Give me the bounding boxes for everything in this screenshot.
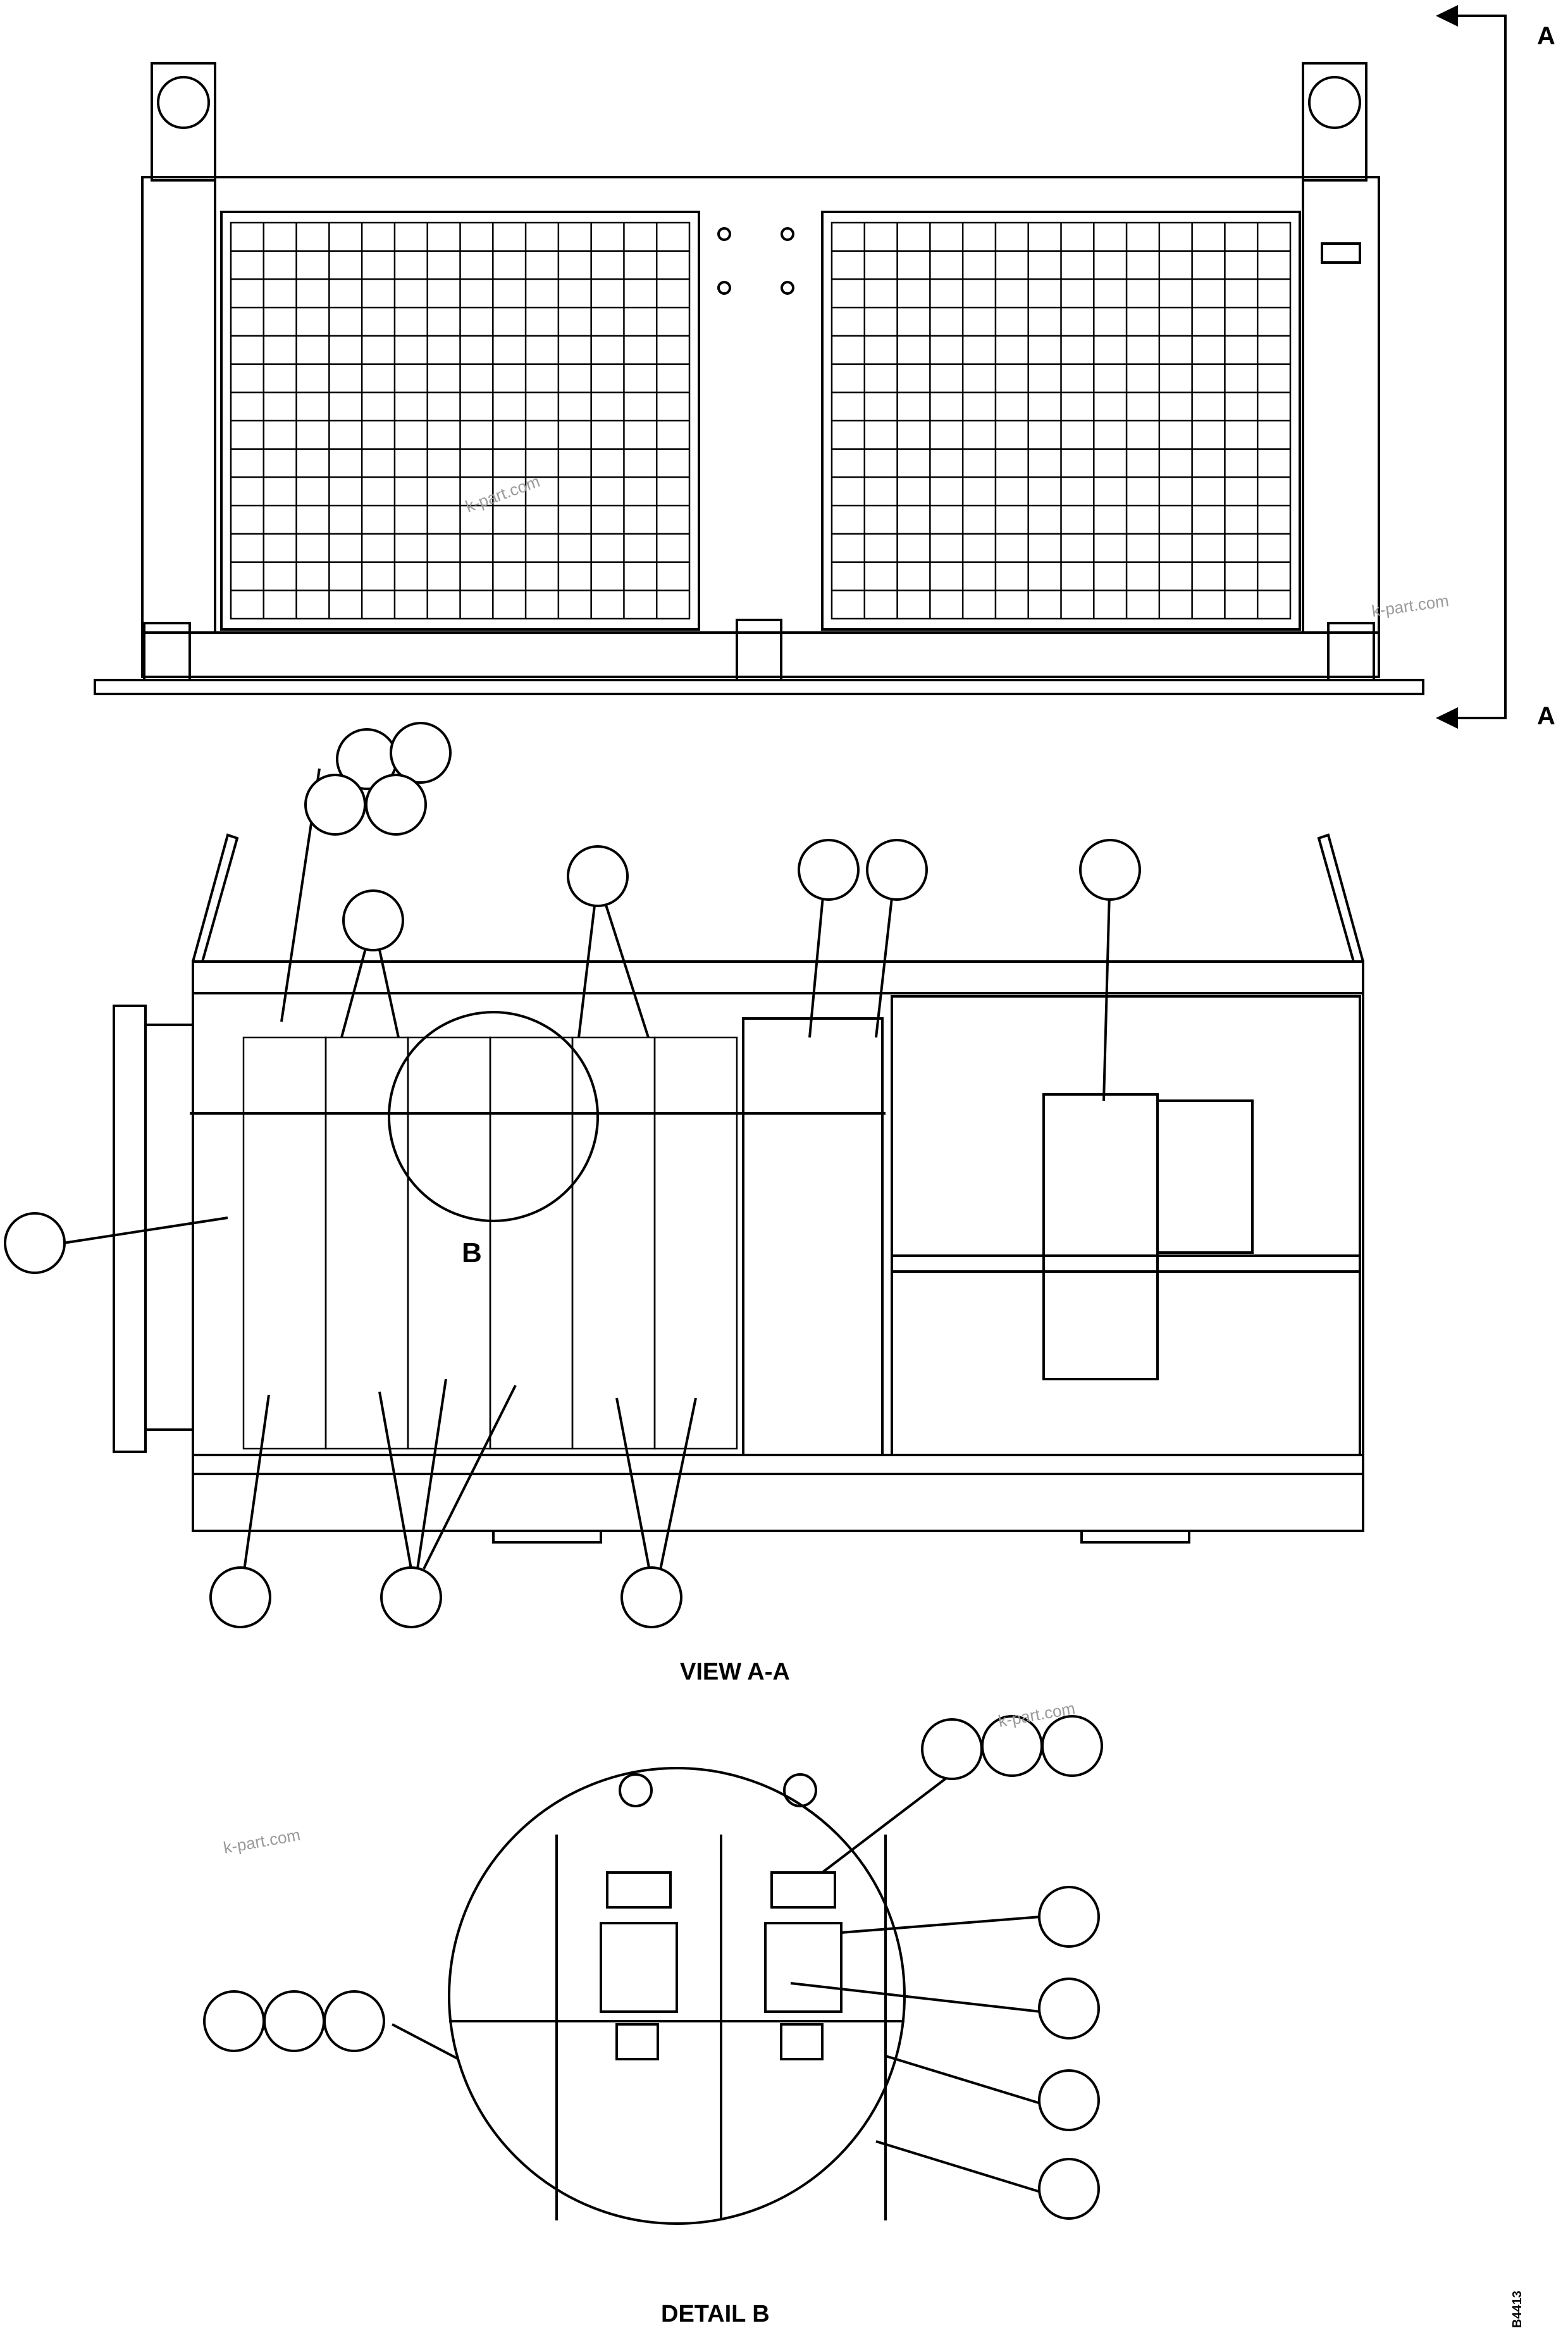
radiator-grille-right bbox=[821, 211, 1301, 631]
radiator-grille-left bbox=[220, 211, 700, 631]
right-compartment bbox=[891, 995, 1361, 1456]
side-duct bbox=[113, 1005, 147, 1453]
section-label-bottom: A bbox=[1537, 702, 1555, 730]
section-view-a-a: B VIEW A-A bbox=[113, 833, 1364, 1685]
nameplate bbox=[1321, 242, 1361, 264]
detail-title: DETAIL B bbox=[661, 2301, 770, 2327]
section-label-top: A bbox=[1537, 22, 1555, 50]
sheet-code: B4413 bbox=[1510, 2291, 1524, 2328]
diode-left bbox=[600, 1773, 678, 2060]
top-view: A A bbox=[94, 5, 1555, 730]
callout-balloons bbox=[4, 722, 1141, 2220]
enclosure bbox=[192, 960, 1364, 1532]
watermark-2: k-part.com bbox=[1371, 591, 1450, 621]
watermark-4: k-part.com bbox=[222, 1825, 302, 1857]
lifting-lug-right bbox=[1302, 62, 1367, 182]
top-base-plate bbox=[94, 679, 1424, 695]
rectifier-cells bbox=[242, 1036, 738, 1450]
detail-callout-label: B bbox=[462, 1237, 482, 1268]
view-title: VIEW A-A bbox=[680, 1659, 790, 1685]
top-frame bbox=[141, 176, 1380, 678]
watermark-1: k-part.com bbox=[463, 471, 543, 516]
reactor bbox=[1042, 1093, 1159, 1380]
section-indicator-a-a bbox=[1436, 5, 1507, 729]
lifting-lug-left bbox=[151, 62, 216, 182]
detail-b-callout-circle bbox=[388, 1011, 599, 1222]
diode-right bbox=[764, 1773, 843, 2060]
bus-bar-assembly bbox=[742, 1017, 884, 1456]
detail-b: DETAIL B bbox=[448, 1767, 906, 2327]
